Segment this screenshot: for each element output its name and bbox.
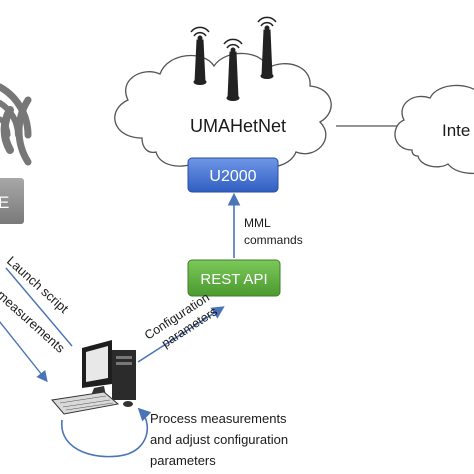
umahetnet-cloud: UMAHetNet bbox=[114, 52, 332, 172]
internet-label: Inte bbox=[442, 121, 470, 140]
desktop-computer-icon bbox=[51, 340, 136, 415]
process-label-line3: parameters bbox=[150, 453, 216, 468]
process-label-line2: and adjust configuration bbox=[150, 432, 288, 447]
rest-api-box: REST API bbox=[187, 259, 281, 297]
u2000-box: U2000 bbox=[187, 157, 279, 193]
ue-label: E bbox=[0, 193, 9, 212]
ue-box: E bbox=[0, 178, 24, 224]
process-label-line1: Process measurements bbox=[150, 411, 287, 426]
mml-label-line2: commands bbox=[244, 233, 303, 247]
rest-api-label: REST API bbox=[200, 271, 267, 288]
measurements-arrow bbox=[0, 320, 48, 383]
wireless-signal-icon bbox=[0, 83, 32, 166]
mml-label-line1: MML bbox=[244, 216, 271, 230]
process-loop-arrow bbox=[61, 407, 152, 458]
cell-antenna-icon bbox=[190, 16, 277, 101]
umahetnet-label: UMAHetNet bbox=[190, 116, 286, 136]
configuration-arrow bbox=[137, 306, 225, 363]
u2000-label: U2000 bbox=[209, 168, 256, 185]
internet-cloud: Inte bbox=[394, 84, 474, 175]
launch-script-arrow bbox=[5, 267, 73, 347]
